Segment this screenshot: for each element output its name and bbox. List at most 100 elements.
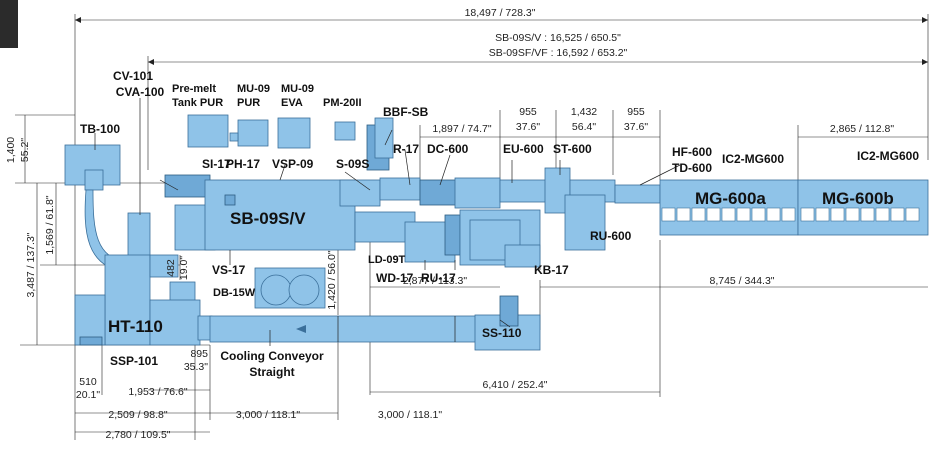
tb100-pedestal xyxy=(84,169,104,191)
dim-190: 19.0" xyxy=(178,256,190,280)
label-ic2b: IC2-MG600 xyxy=(857,149,919,163)
label-cv101: CV-101 xyxy=(113,69,153,83)
label-mu09b2: EVA xyxy=(281,97,303,109)
label-cva100: CVA-100 xyxy=(116,85,165,99)
cv101-unit xyxy=(127,212,151,259)
label-cool1: Cooling Conveyor xyxy=(220,349,324,363)
si17-feeder xyxy=(164,174,211,198)
ht110-side xyxy=(149,254,179,278)
machine-labels: CV-101 CVA-100 Pre-melt Tank PUR MU-09 P… xyxy=(80,69,919,379)
label-wd17: WD-17 xyxy=(376,271,414,285)
ru600-unit xyxy=(564,194,606,251)
bbf-sb-head xyxy=(374,117,394,159)
dim-sb09sfvf: SB-09SF/VF : 16,592 / 653.2" xyxy=(489,47,628,59)
dim-3000b: 3,000 / 118.1" xyxy=(378,409,443,421)
dim-1400: 1,400 xyxy=(5,137,17,163)
label-vsp09: VSP-09 xyxy=(272,157,314,171)
label-sb09sv: SB-09S/V xyxy=(230,209,306,228)
premelt-tank xyxy=(187,114,229,148)
mu09-eva-unit xyxy=(277,117,311,149)
label-ic2a: IC2-MG600 xyxy=(722,152,784,166)
label-mg600a: MG-600a xyxy=(695,189,766,208)
machines xyxy=(64,114,929,351)
label-bbf: BBF-SB xyxy=(383,105,429,119)
dim-8745: 8,745 / 344.3" xyxy=(709,275,774,287)
r17-unit xyxy=(379,177,421,201)
dim-2865: 2,865 / 112.8" xyxy=(830,123,895,135)
dim-353: 35.3" xyxy=(184,361,208,373)
label-hf600: HF-600 xyxy=(672,145,712,159)
hf600-unit xyxy=(614,184,661,204)
label-ld09t: LD-09T xyxy=(368,254,406,266)
dc600-unit xyxy=(419,179,461,206)
mu09-pur-pump xyxy=(229,132,239,142)
label-ss110: SS-110 xyxy=(482,326,522,340)
label-vs17: VS-17 xyxy=(212,263,246,277)
ru17-unit xyxy=(444,214,461,256)
side-tab xyxy=(0,0,18,48)
label-st600: ST-600 xyxy=(553,142,592,156)
dim-482: 482 xyxy=(165,259,177,277)
label-mg600b: MG-600b xyxy=(822,189,894,208)
dim-6410: 6,410 / 252.4" xyxy=(482,379,547,391)
label-ru17: RU-17 xyxy=(421,271,456,285)
label-s09s: S-09S xyxy=(336,157,369,171)
label-mu09a2: PUR xyxy=(237,97,260,109)
label-premelt2: Tank PUR xyxy=(172,97,223,109)
label-ssp101: SSP-101 xyxy=(110,354,158,368)
pm20-unit xyxy=(334,121,356,141)
dim-1432: 1,432 xyxy=(571,106,597,118)
dim-376a: 37.6" xyxy=(516,121,540,133)
leader-lines xyxy=(94,98,681,346)
dim-1897: 1,897 / 74.7" xyxy=(432,123,491,135)
s09s-unit xyxy=(339,179,381,207)
label-ph17: PH-17 xyxy=(226,157,260,171)
label-td600: TD-600 xyxy=(672,161,712,175)
label-premelt1: Pre-melt xyxy=(172,83,216,95)
dim-510: 510 xyxy=(79,376,97,388)
conveyor-direction-icon xyxy=(296,325,306,333)
label-dc600: DC-600 xyxy=(427,142,469,156)
label-kb17: KB-17 xyxy=(534,263,569,277)
label-mu09a: MU-09 xyxy=(237,83,270,95)
dc600-out xyxy=(454,177,501,209)
label-db15w: DB-15W xyxy=(213,287,256,299)
db15w-reel-right xyxy=(288,274,320,306)
label-ru600: RU-600 xyxy=(590,229,632,243)
dim-552: 55.2" xyxy=(19,138,31,162)
mu09-pur-unit xyxy=(237,119,269,147)
dim-sb09sv: SB-09S/V : 16,525 / 650.5" xyxy=(495,32,621,44)
dim-3000a: 3,000 / 118.1" xyxy=(236,409,301,421)
dim-1953: 1,953 / 76.6" xyxy=(128,386,187,398)
dim-2780: 2,780 / 109.5" xyxy=(105,429,170,441)
label-si17: SI-17 xyxy=(202,157,231,171)
dim-955b: 955 xyxy=(627,106,645,118)
label-mu09b: MU-09 xyxy=(281,83,314,95)
sb09sv-binder xyxy=(204,179,356,251)
dim-3487: 3,487 / 137.3" xyxy=(25,232,37,297)
ht110-front xyxy=(149,299,201,346)
label-cool2: Straight xyxy=(249,365,294,379)
dim-376b: 37.6" xyxy=(624,121,648,133)
dim-955a: 955 xyxy=(519,106,537,118)
dim-2877: 2,877 / 113.3" xyxy=(403,275,468,287)
kb17-unit xyxy=(504,244,541,268)
sb09sv-marker xyxy=(224,194,236,206)
dim-overall: 18,497 / 728.3" xyxy=(465,7,536,19)
dim-564: 56.4" xyxy=(572,121,596,133)
mg600a-unit xyxy=(659,179,799,236)
ssp101-foot xyxy=(79,336,103,346)
dim-201: 20.1" xyxy=(76,389,100,401)
dim-1569: 1,569 / 61.8" xyxy=(44,195,56,254)
label-pm20: PM-20II xyxy=(323,97,362,109)
label-r17: R-17 xyxy=(393,142,419,156)
label-tb100: TB-100 xyxy=(80,122,120,136)
dim-1420: 1,420 / 56.0" xyxy=(326,250,338,309)
label-eu600: EU-600 xyxy=(503,142,544,156)
dim-2509: 2,509 / 98.8" xyxy=(108,409,167,421)
mg600-pockets xyxy=(661,207,920,222)
mg600b-unit xyxy=(797,179,929,236)
label-ht110: HT-110 xyxy=(108,317,163,336)
